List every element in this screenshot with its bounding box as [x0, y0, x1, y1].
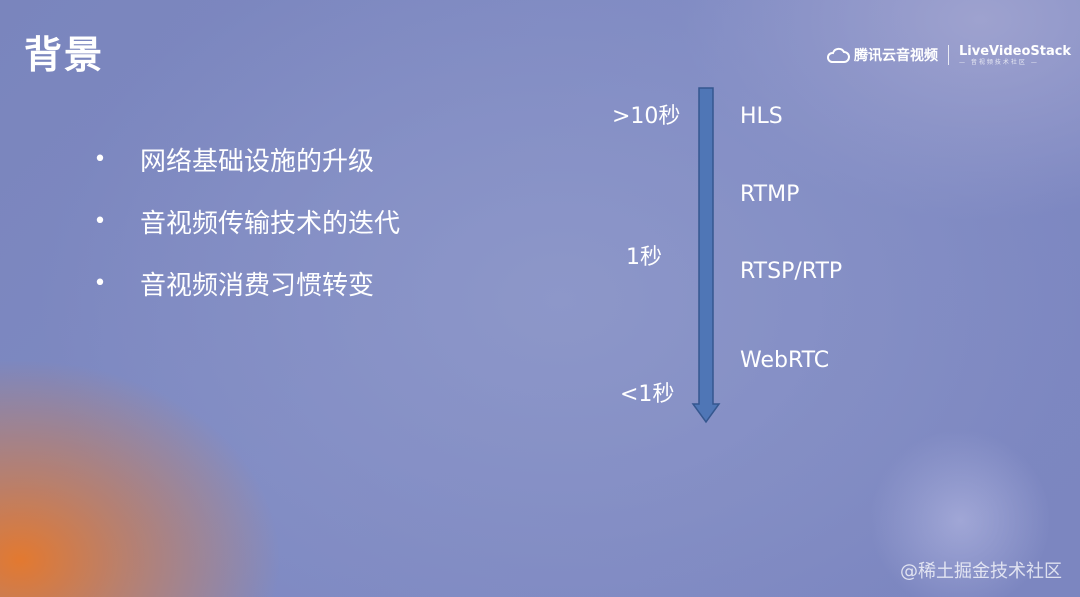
bullet-item: • 音视频传输技术的迭代	[92, 200, 401, 242]
latency-label-high: >10秒	[612, 104, 681, 129]
protocol-hls: HLS	[740, 104, 783, 129]
bullet-list: • 网络基础设施的升级 • 音视频传输技术的迭代 • 音视频消费习惯转变	[92, 138, 401, 324]
brand-text: 腾讯云音视频	[854, 48, 938, 64]
bullet-dot-icon: •	[93, 146, 107, 172]
protocol-rtmp: RTMP	[740, 182, 800, 207]
partner-subtext: — 音视频技术社区 —	[959, 58, 1039, 66]
logo-divider	[948, 45, 949, 65]
brand-logo: 腾讯云音视频 LiveVideoStack — 音视频技术社区 —	[826, 42, 1071, 68]
latency-label-mid: 1秒	[626, 245, 662, 270]
bullet-text: 音视频传输技术的迭代	[140, 208, 401, 239]
protocol-webrtc: WebRTC	[740, 348, 830, 373]
watermark: @稀土掘金技术社区	[900, 561, 1062, 582]
bullet-text: 网络基础设施的升级	[140, 146, 375, 177]
bullet-item: • 网络基础设施的升级	[92, 138, 400, 180]
protocol-rtsp-rtp: RTSP/RTP	[740, 259, 843, 284]
slide-title: 背景	[24, 33, 105, 77]
bullet-dot-icon: •	[93, 270, 107, 296]
cloud-icon	[826, 47, 850, 63]
partner-logo: LiveVideoStack — 音视频技术社区 —	[959, 45, 1071, 66]
bullet-item: • 音视频消费习惯转变	[92, 262, 400, 304]
latency-label-low: <1秒	[620, 382, 675, 407]
bullet-text: 音视频消费习惯转变	[140, 270, 375, 301]
partner-text: LiveVideoStack	[959, 43, 1072, 59]
bullet-dot-icon: •	[93, 208, 107, 234]
down-arrow-icon	[691, 87, 721, 424]
